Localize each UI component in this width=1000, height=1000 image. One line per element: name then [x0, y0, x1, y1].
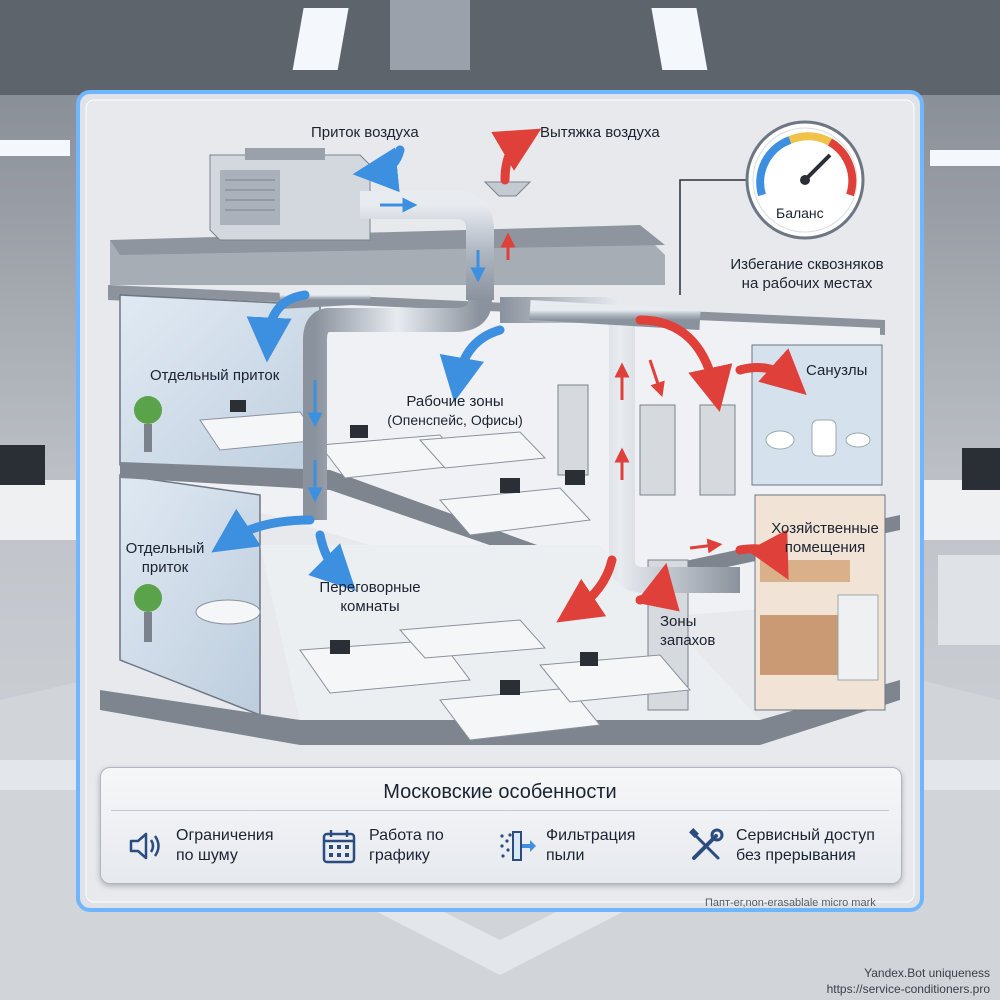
filter-icon	[500, 831, 536, 861]
feature-service-line2: без прерывания	[736, 847, 856, 864]
utility-rooms-label: Хозяйственные помещения	[760, 519, 890, 557]
feature-noise-line1: Ограничения	[176, 827, 274, 844]
draft-avoidance-line1: Избегание сквозняков	[730, 256, 884, 273]
odor-zones-label: Зоны запахов	[660, 612, 715, 650]
work-zones-line1: Рабочие зоны	[406, 393, 504, 410]
feature-dust-filtration: Фильтрация пыли	[496, 822, 635, 870]
watermark-line2: https://service-conditioners.pro	[826, 982, 990, 996]
separate-supply-bottom-line2: приток	[141, 559, 189, 576]
feature-noise-line2: по шуму	[176, 847, 238, 864]
speaker-icon	[129, 832, 160, 860]
meeting-rooms-line2: комнаты	[340, 598, 400, 615]
micro-mark-text: Папт-ег,non-erasablale micro mark	[705, 897, 876, 909]
panel-title: Московские особенности	[383, 781, 617, 803]
draft-avoidance-line2: на рабочих местах	[741, 275, 873, 292]
restrooms-label: Санузлы	[806, 362, 868, 379]
odor-zones-line1: Зоны	[660, 613, 697, 630]
separate-supply-top-label: Отдельный приток	[150, 367, 280, 384]
utility-rooms-line2: помещения	[784, 539, 866, 556]
work-zones-label: Рабочие зоны (Опенспейс, Офисы)	[370, 392, 540, 430]
watermark-line1: Yandex.Bot uniqueness	[864, 966, 990, 980]
balance-label: Баланс	[776, 205, 824, 221]
tools-icon	[689, 828, 724, 860]
work-zones-line2: (Опенспейс, Офисы)	[387, 412, 523, 428]
feature-schedule-line1: Работа по	[369, 827, 444, 844]
supply-air-label: Приток воздуха	[311, 124, 419, 141]
separate-supply-bottom-label: Отдельный приток	[120, 539, 210, 577]
utility-rooms-line1: Хозяйственные	[771, 520, 879, 537]
feature-filtration-line1: Фильтрация	[546, 827, 636, 844]
meeting-rooms-line1: Переговорные	[319, 579, 421, 596]
feature-filtration-line2: пыли	[546, 847, 585, 864]
feature-noise-limits: Ограничения по шуму	[126, 822, 274, 870]
feature-service-access: Сервисный доступ без прерывания	[686, 822, 875, 870]
feature-service-line1: Сервисный доступ	[736, 827, 875, 844]
odor-zones-line2: запахов	[660, 632, 716, 649]
panel-header: Московские особенности	[111, 774, 889, 811]
moscow-features-panel: Московские особенности Ограничения по шу…	[100, 767, 902, 884]
separate-supply-bottom-line1: Отдельный	[125, 540, 205, 557]
draft-avoidance-label: Избегание сквозняков на рабочих местах	[712, 255, 902, 293]
exhaust-air-label: Вытяжка воздуха	[540, 124, 660, 141]
feature-schedule: Работа по графику	[319, 822, 444, 870]
meeting-rooms-label: Переговорные комнаты	[305, 578, 435, 616]
calendar-icon	[322, 830, 356, 864]
feature-schedule-line2: графику	[369, 847, 430, 864]
